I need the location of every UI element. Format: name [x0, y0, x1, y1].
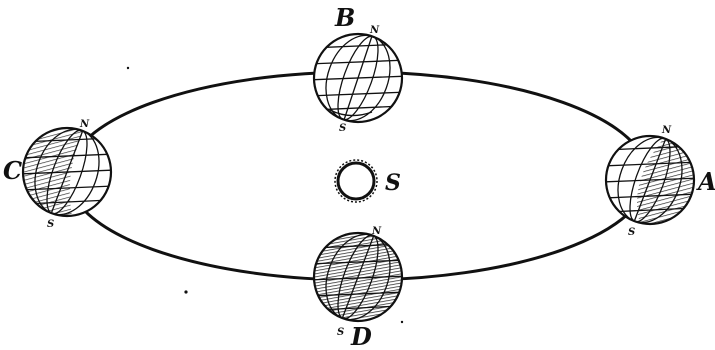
earth-c — [21, 126, 113, 218]
earth-a-label: A — [696, 167, 715, 196]
earth-b-south-label: S — [339, 123, 346, 134]
earth-d-label: D — [350, 322, 372, 350]
earth-c-north-label: N — [79, 119, 90, 130]
sun — [334, 159, 378, 203]
earth-b-label: B — [334, 3, 355, 32]
earth-d — [312, 231, 404, 323]
speck — [126, 66, 130, 70]
earth-b-north-label: N — [369, 25, 380, 36]
earth-b — [312, 32, 404, 124]
earth-a-north-label: N — [661, 125, 672, 136]
speck — [400, 320, 404, 324]
earth-c-south-label: S — [47, 219, 54, 230]
earth-d-south-label: S — [337, 327, 344, 338]
speck — [184, 290, 188, 294]
earth-d-north-label: N — [371, 226, 382, 237]
sun-label: S — [385, 170, 401, 196]
earth-a — [604, 134, 696, 226]
earth-c-label: C — [3, 156, 22, 185]
earth-a-south-label: S — [628, 227, 635, 238]
